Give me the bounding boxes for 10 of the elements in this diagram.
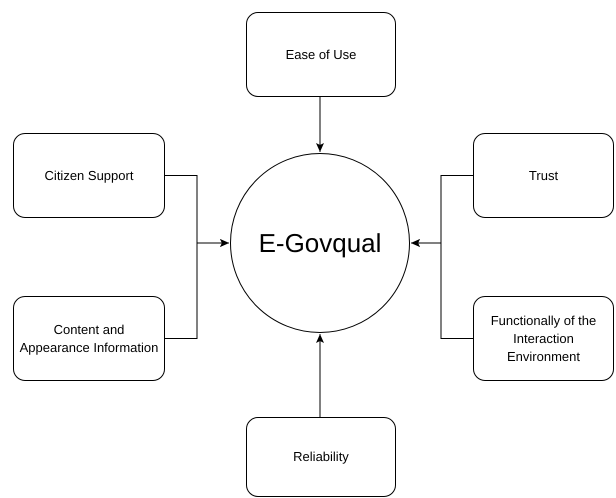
factor-box: Ease of Use xyxy=(246,12,396,97)
arrow xyxy=(164,239,230,339)
factor-box: Trust xyxy=(473,133,614,218)
factor-box: Functionally of the Interaction Environment xyxy=(473,296,614,381)
arrow xyxy=(316,334,324,418)
arrow xyxy=(410,239,474,339)
factor-box: Reliability xyxy=(246,417,396,497)
factor-box: Citizen Support xyxy=(13,133,165,218)
arrow xyxy=(316,96,324,152)
factor-box: Content and Appearance Information xyxy=(13,296,165,381)
